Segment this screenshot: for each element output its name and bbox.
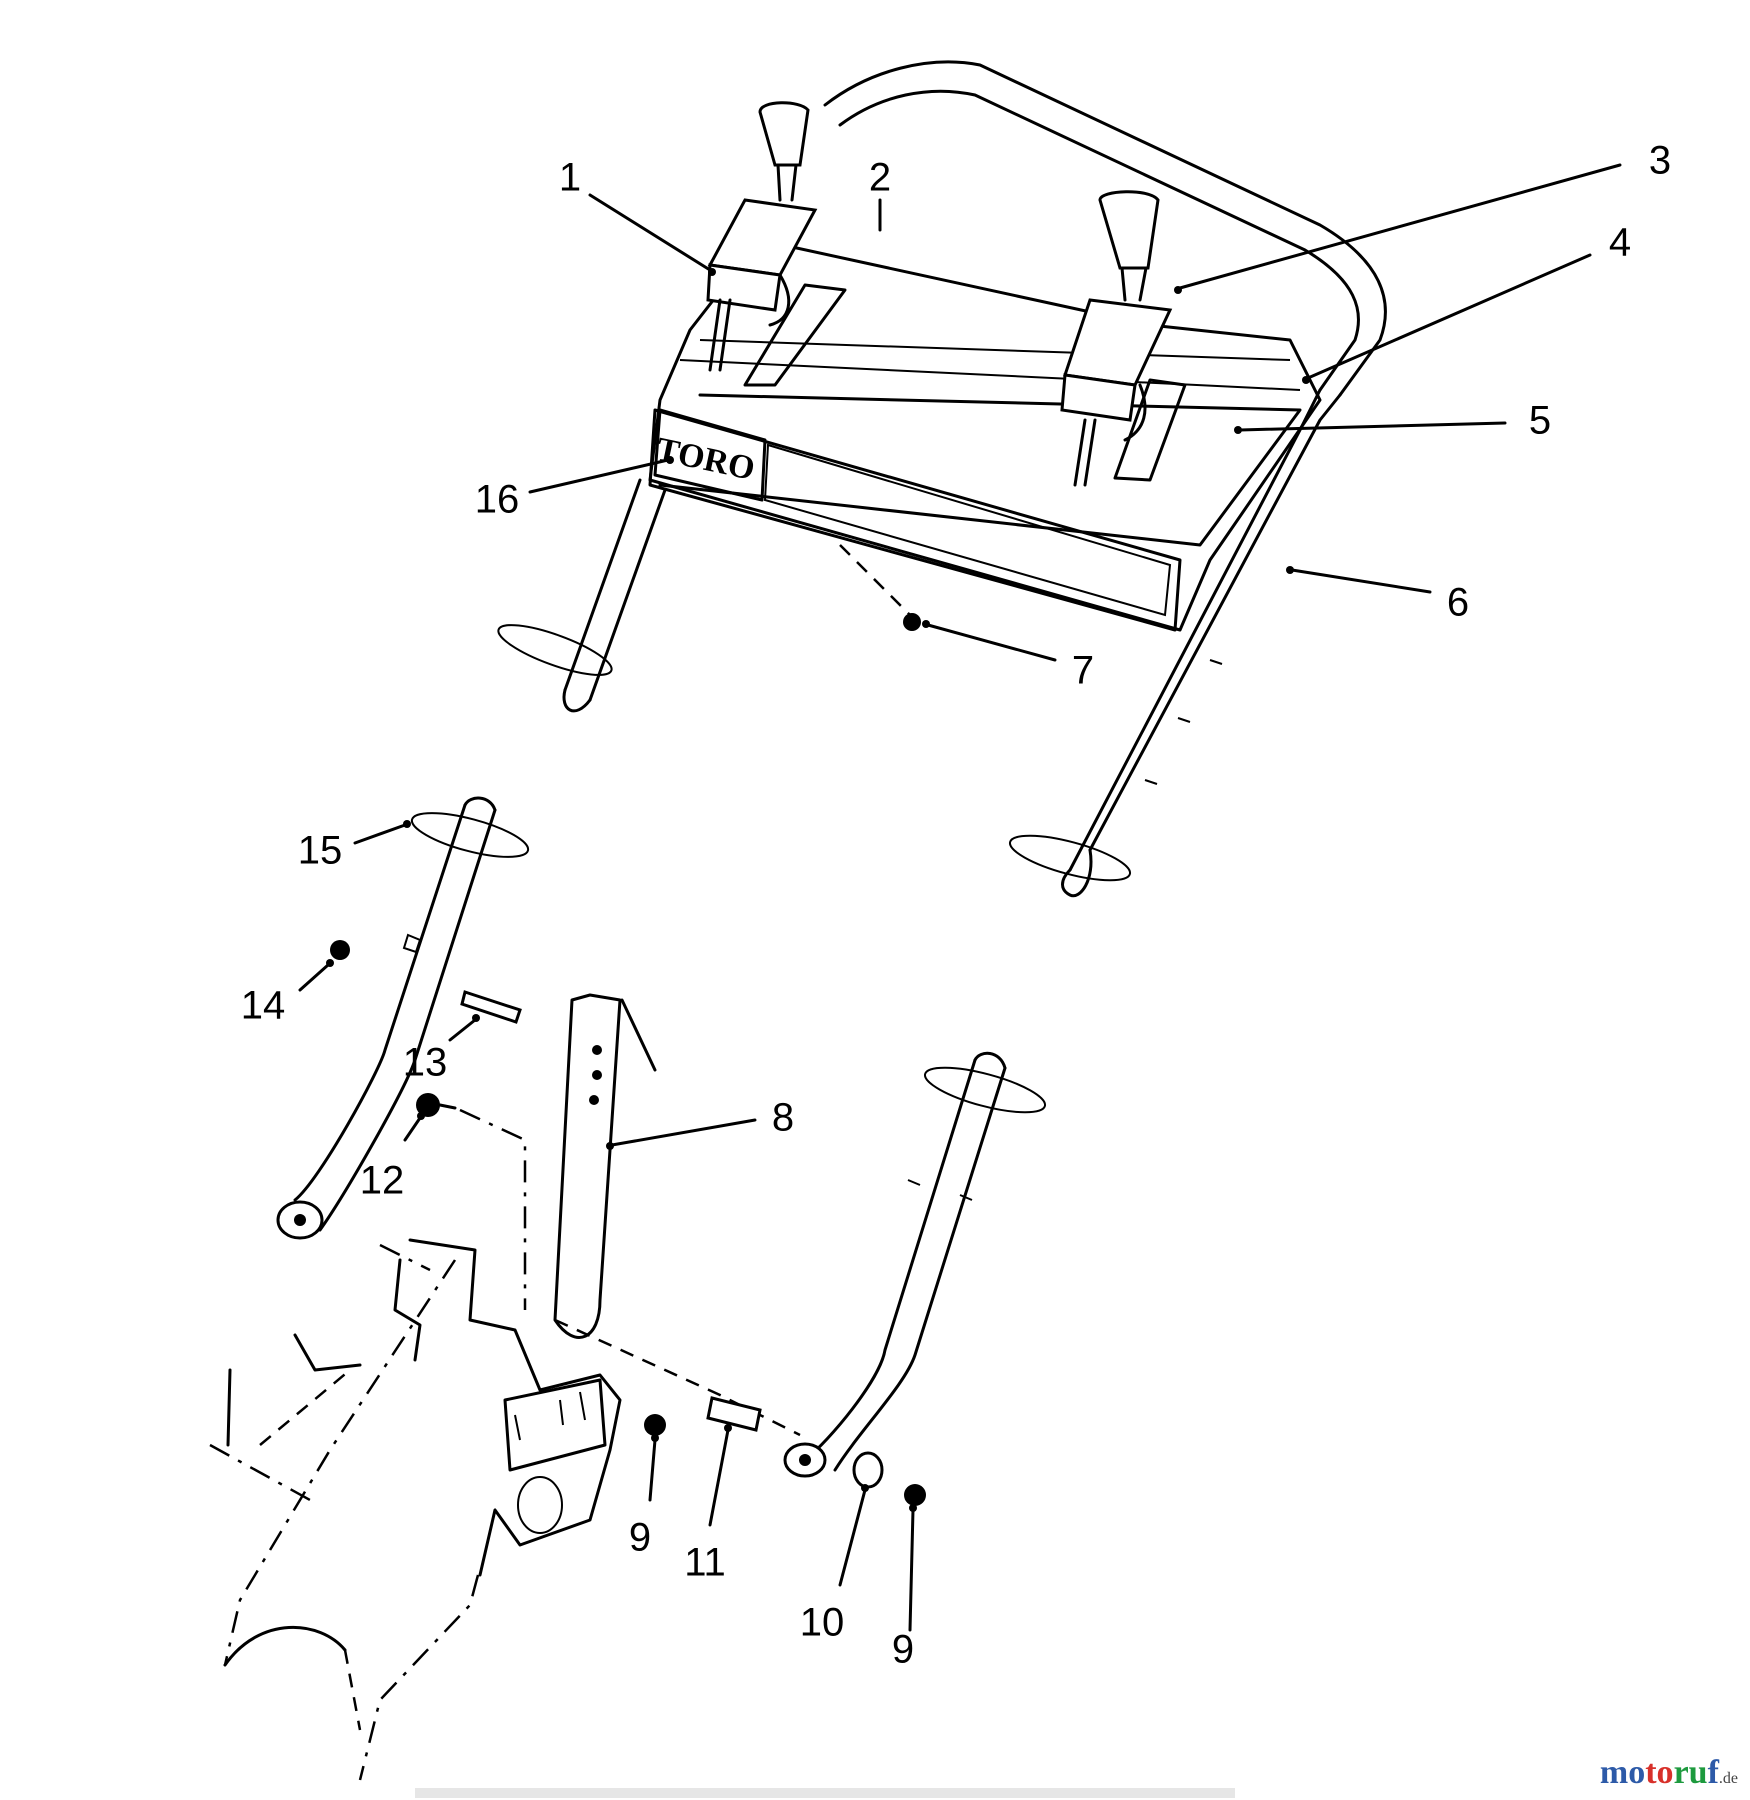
upper-handle-left-tube	[563, 478, 667, 702]
callout-14: 14	[241, 984, 286, 1028]
lower-handle-assembly	[209, 796, 1047, 1781]
callout-numbers: 1 2 3 4 5 6 7 8 9 9 10 11 12 13 14 15 16	[241, 139, 1671, 1672]
callout-9-right: 9	[892, 1628, 914, 1672]
callout-15: 15	[298, 829, 343, 873]
callout-11: 11	[684, 1541, 726, 1585]
control-panel	[648, 238, 1322, 632]
callout-2: 2	[869, 156, 891, 200]
right-control-lever	[1060, 190, 1173, 487]
callout-5: 5	[1529, 399, 1551, 443]
left-control-lever	[706, 101, 818, 372]
handle-bracket	[379, 1238, 622, 1577]
bolt-11	[706, 1396, 762, 1432]
mower-deck-outline	[209, 1259, 480, 1781]
callout-3: 3	[1649, 139, 1671, 183]
leader-lines	[298, 163, 1622, 1632]
lever-8	[553, 993, 622, 1339]
toro-decal-frame	[653, 408, 767, 502]
callout-1: 1	[559, 156, 581, 200]
callout-9-left: 9	[629, 1516, 651, 1560]
bolt-12	[416, 1093, 440, 1117]
upper-handle-assembly: TORO	[497, 60, 1387, 898]
callout-8: 8	[772, 1096, 794, 1140]
watermark-part-4: f	[1707, 1754, 1719, 1791]
callout-6: 6	[1447, 581, 1469, 625]
washer-10	[852, 1451, 884, 1489]
callout-4: 4	[1609, 221, 1631, 265]
watermark-part-2: to	[1645, 1754, 1674, 1791]
pin-13	[460, 990, 522, 1024]
callout-16: 16	[475, 478, 520, 522]
nut-9-right	[904, 1484, 926, 1506]
callout-7: 7	[1072, 649, 1094, 693]
callout-12: 12	[360, 1159, 405, 1203]
watermark: motoruf.de	[1600, 1754, 1738, 1792]
handle-bail	[823, 60, 1387, 397]
watermark-part-1: mo	[1599, 1754, 1646, 1791]
upper-handle-right-tube	[1068, 388, 1342, 872]
nut-9-left	[644, 1414, 666, 1436]
callout-13: 13	[403, 1041, 448, 1085]
bottom-artifact-strip	[415, 1788, 1235, 1798]
callout-10: 10	[800, 1601, 845, 1645]
nut-14	[330, 940, 350, 960]
watermark-suffix: .de	[1718, 1770, 1738, 1787]
lower-handle-left-tube	[293, 803, 497, 1232]
watermark-part-3: ru	[1673, 1754, 1708, 1791]
lower-handle-right-tube	[803, 1058, 1007, 1472]
nut-7	[903, 613, 921, 631]
